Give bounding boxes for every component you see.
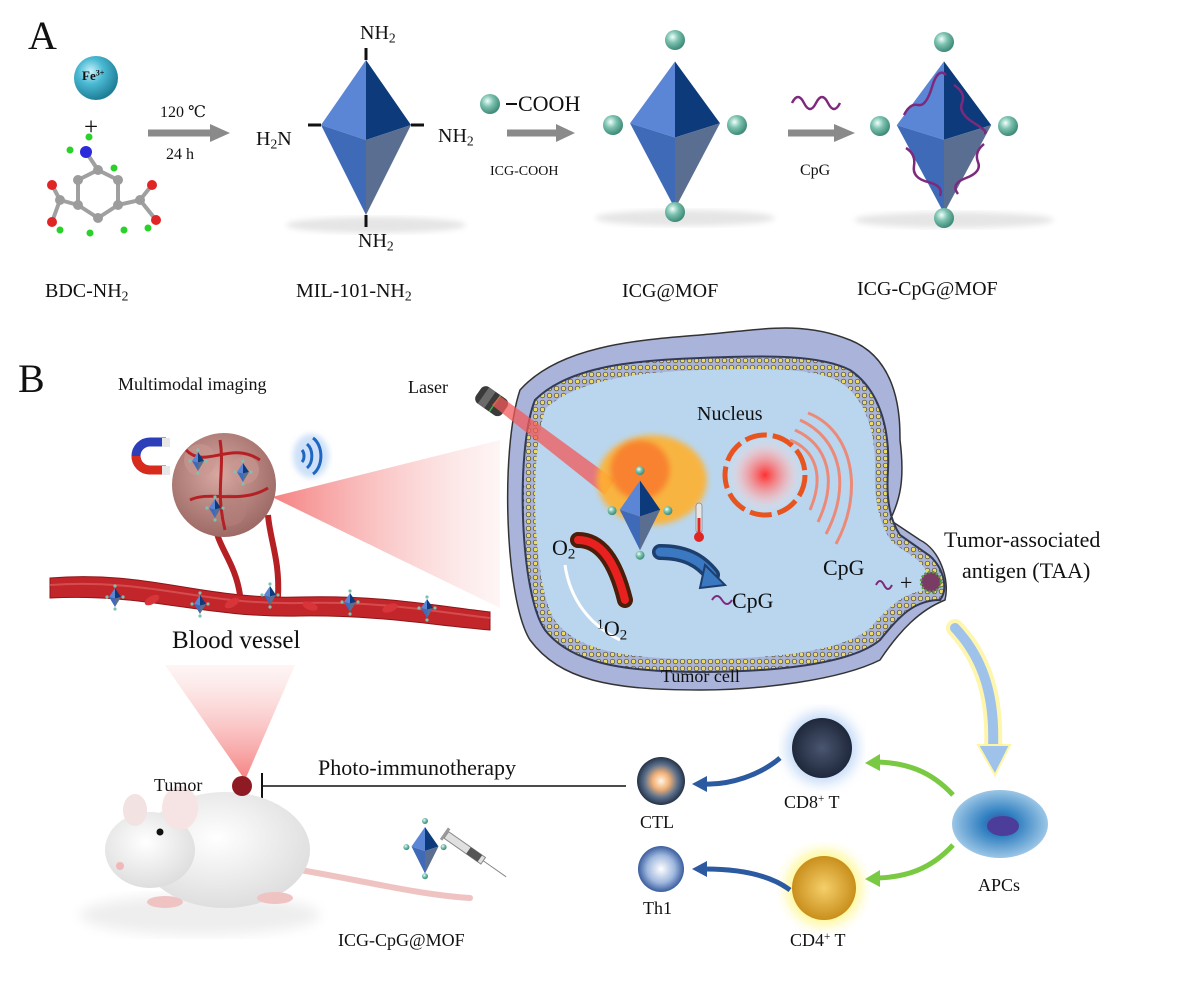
cd4-post: T [830, 930, 846, 950]
magnet-icon [131, 437, 170, 475]
icg-reagent-label: ICG-COOH [490, 164, 559, 179]
mil101-octahedron [286, 48, 466, 233]
therapy-label: Photo-immunotherapy [318, 755, 516, 780]
cpg-strand [790, 95, 842, 111]
injected-agent-octahedron [403, 818, 447, 880]
taa-particle [919, 570, 943, 594]
laser-label: Laser [408, 377, 448, 397]
mof-group-bottom-sub: 2 [386, 238, 394, 254]
o2-label: O2 [552, 535, 575, 564]
imaging-beam [272, 440, 500, 608]
ligand-label: BDC-NH2 [45, 280, 128, 304]
ctl-cell [637, 757, 685, 805]
cpg-right-label: CpG [823, 555, 865, 580]
tumor-cell [506, 327, 947, 691]
plus-sign-b: + [900, 570, 913, 595]
mof-group-bottom: NH2 [358, 230, 394, 254]
cpg-reagent-label: CpG [800, 162, 831, 179]
mof-group-right-base: NH [438, 125, 467, 147]
taa-label-line1: Tumor-associated [944, 527, 1101, 552]
tumor-cell-label: Tumor cell [661, 666, 740, 686]
singlet-oxygen-sub: 2 [619, 627, 628, 644]
nucleus-label: Nucleus [697, 403, 763, 425]
icg-cpg-mof-octahedron [854, 32, 1054, 228]
step1-temperature: 120 ℃ [160, 104, 206, 121]
cpg-release-label: CpG [732, 588, 774, 613]
final-product-label: ICG-CpG@MOF [857, 278, 998, 300]
mouse [80, 776, 473, 935]
plus-sign-a: + [84, 114, 99, 141]
cd4-to-th1-arrow [704, 866, 792, 893]
mof-group-left-post: N [277, 128, 292, 150]
apcs-label: APCs [978, 875, 1021, 895]
icg-mof-label: ICG@MOF [622, 280, 719, 302]
cd8-base: CD8 [784, 792, 819, 812]
cd8-label: CD8+ T [784, 792, 839, 813]
thermometer-icon [694, 502, 704, 542]
panel-b-graphics [49, 327, 1048, 935]
fe-ion-label: Fe3+ [82, 68, 104, 84]
nucleus [722, 411, 853, 545]
mof-label-sub: 2 [404, 288, 412, 304]
cd4-sup: + [824, 930, 831, 943]
panel-a-letter: A [28, 13, 57, 58]
o2-base: O [552, 535, 568, 560]
blood-vessel-label: Blood vessel [172, 627, 301, 654]
mof-label: MIL-101-NH2 [296, 280, 412, 304]
cd8-post: T [824, 792, 840, 812]
fe-ion-sphere [74, 56, 118, 100]
singlet-oxygen-label: 1O2 [597, 616, 627, 645]
th1-label: Th1 [643, 898, 672, 918]
cd4-t-cell [786, 850, 862, 926]
taa-label-line2: antigen (TAA) [962, 558, 1091, 583]
mof-group-right-sub: 2 [466, 133, 474, 149]
panel-a-graphics [47, 30, 1054, 237]
singlet-oxygen-sup: 1 [597, 616, 604, 632]
cd8-to-ctl-arrow [704, 756, 782, 787]
bdc-nh2-molecule [47, 133, 161, 237]
mof-group-top-sub: 2 [388, 30, 396, 46]
mof-group-top-base: NH [360, 22, 389, 44]
cd8-t-cell [786, 712, 858, 784]
icg-reagent-group: COOH [518, 91, 581, 116]
cd8-sup: + [818, 792, 825, 805]
injected-agent-label: ICG-CpG@MOF [338, 930, 465, 950]
cd4-base: CD4 [790, 930, 825, 950]
tumor-label: Tumor [154, 775, 203, 795]
apc-to-cd8-arrow [877, 759, 955, 797]
ligand-label-base: BDC-NH [45, 280, 122, 302]
fe-ion-charge: 3+ [95, 68, 105, 78]
ctl-label: CTL [640, 812, 674, 832]
panel-b-letter: B [18, 356, 45, 401]
mof-group-left: H2N [256, 128, 292, 152]
mof-group-left-sub: 2 [270, 136, 278, 152]
cd4-label: CD4+ T [790, 930, 845, 951]
mof-label-base: MIL-101-NH [296, 280, 405, 302]
singlet-oxygen-base: O [603, 616, 620, 641]
mof-group-right: NH2 [438, 125, 474, 149]
tumor-beam [165, 665, 295, 780]
mof-group-bottom-base: NH [358, 230, 387, 252]
step1-time: 24 h [166, 146, 194, 163]
th1-cell [638, 846, 684, 892]
fe-ion-base: Fe [82, 68, 96, 83]
tumor-mass [172, 433, 276, 537]
apc-to-cd4-arrow [877, 843, 955, 881]
syringe-icon [439, 827, 507, 878]
ligand-label-sub: 2 [121, 288, 129, 304]
icg-mof-octahedron [595, 30, 775, 226]
multimodal-imaging-label: Multimodal imaging [118, 374, 267, 394]
ultrasound-waves-icon [293, 434, 329, 478]
mof-group-left-pre: H [256, 128, 271, 150]
o2-sub: 2 [567, 546, 576, 563]
apc-cell [952, 790, 1048, 858]
mof-group-top: NH2 [360, 22, 396, 46]
